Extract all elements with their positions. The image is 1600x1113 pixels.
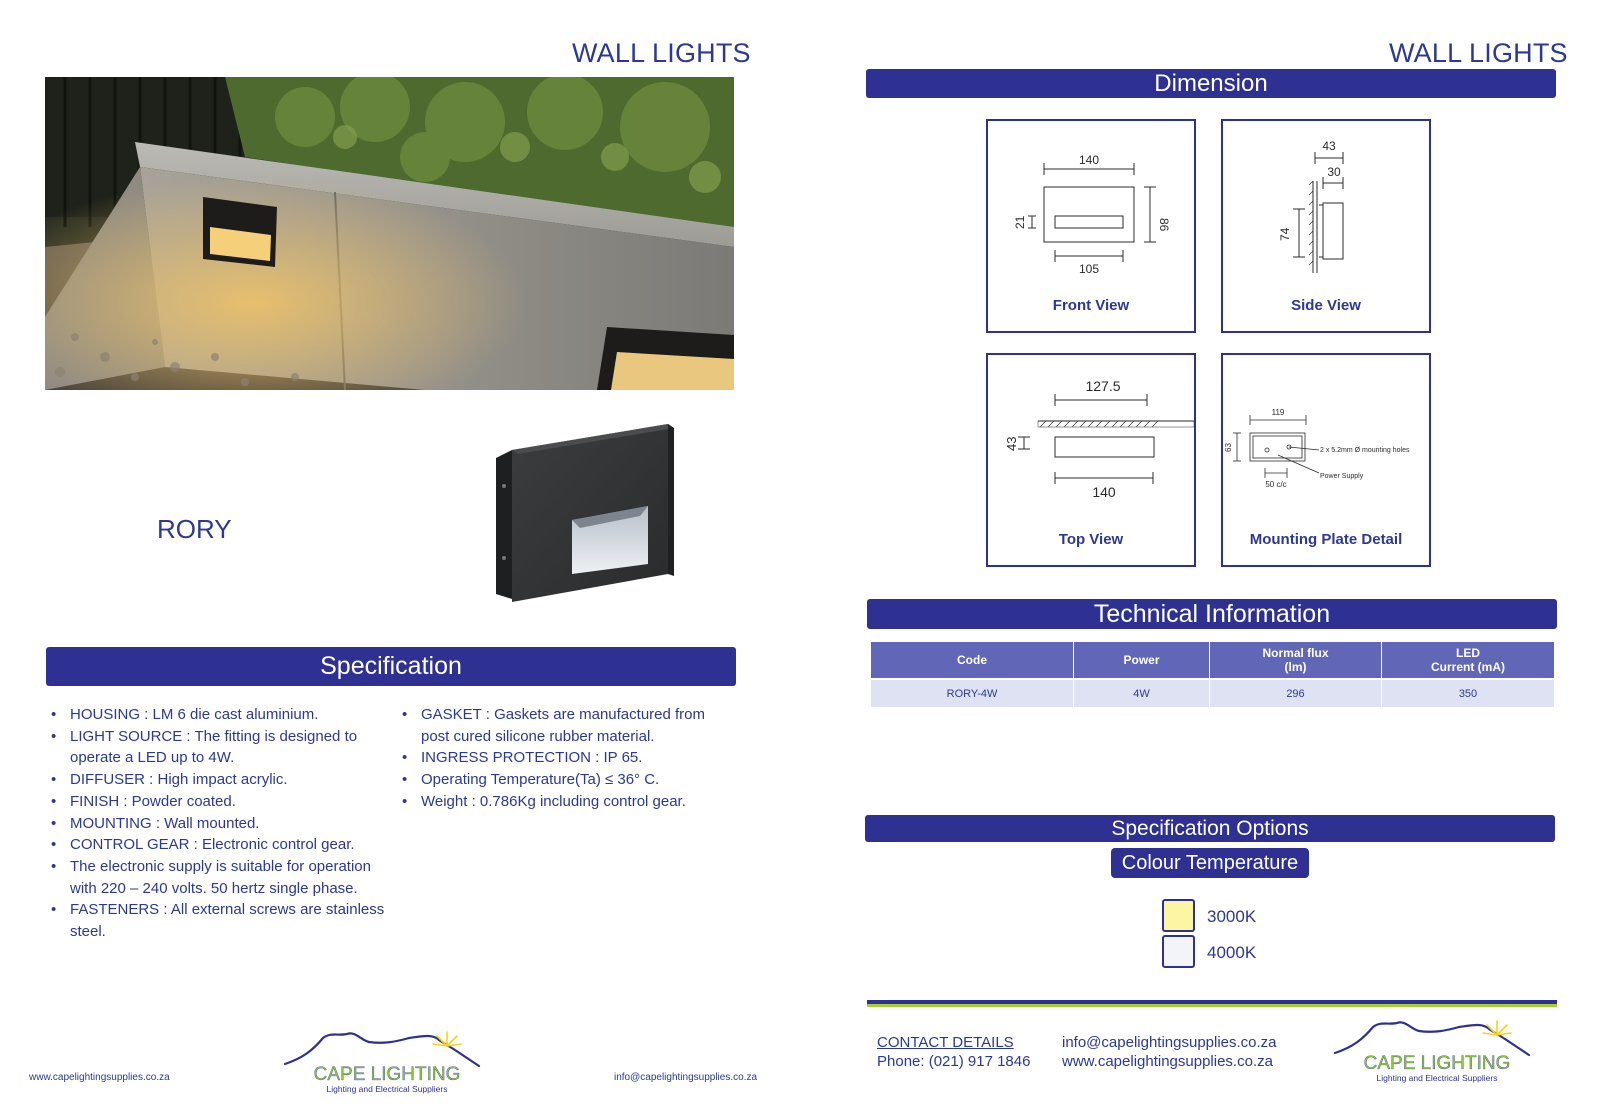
colour-swatch bbox=[1162, 899, 1195, 932]
contact-divider-accent bbox=[867, 1004, 1557, 1007]
technical-information-heading: Technical Information bbox=[867, 599, 1557, 629]
dim-bottom-width: 140 bbox=[1092, 484, 1116, 500]
top-view-label: Top View bbox=[1058, 531, 1124, 548]
table-cell: 350 bbox=[1382, 678, 1554, 707]
colour-temperature-heading: Colour Temperature bbox=[1111, 848, 1309, 878]
table-cell: 296 bbox=[1210, 678, 1382, 707]
table-row: RORY-4W 4W 296 350 bbox=[871, 678, 1554, 707]
product-name: RORY bbox=[157, 514, 232, 544]
contact-email-link[interactable]: info@capelightingsupplies.co.za bbox=[1062, 1034, 1277, 1051]
table-header-cell: Normal flux (lm) bbox=[1210, 642, 1382, 678]
dim-height: 86 bbox=[1157, 218, 1171, 232]
installation-photo bbox=[45, 77, 734, 390]
dim-width: 119 bbox=[1272, 408, 1285, 417]
dimension-heading: Dimension bbox=[866, 69, 1556, 98]
specification-heading: Specification bbox=[46, 647, 736, 686]
dim-inner-width: 105 bbox=[1079, 262, 1099, 276]
list-item: Operating Temperature(Ta) ≤ 36° C. bbox=[398, 769, 728, 791]
section-title: WALL LIGHTS bbox=[572, 38, 751, 68]
spec-list-column-2: GASKET : Gaskets are manufactured from p… bbox=[398, 704, 728, 813]
list-item: INGRESS PROTECTION : IP 65. bbox=[398, 747, 728, 769]
logo-name: CAPE LIGHTING bbox=[1364, 1053, 1511, 1074]
dim-spacing: 50 c/c bbox=[1265, 480, 1286, 489]
cape-lighting-logo: CAPE LIGHTING Lighting and Electrical Su… bbox=[1333, 1017, 1538, 1087]
list-item: Weight : 0.786Kg including control gear. bbox=[398, 791, 728, 813]
dim-inner-height: 21 bbox=[1013, 215, 1027, 229]
table-header-cell: Power bbox=[1074, 642, 1210, 678]
colour-swatch bbox=[1162, 935, 1195, 968]
side-view-label: Side View bbox=[1291, 297, 1361, 314]
dim-width: 140 bbox=[1079, 153, 1099, 167]
contact-phone: Phone: (021) 917 1846 bbox=[877, 1053, 1031, 1070]
table-header-cell: LED Current (mA) bbox=[1382, 642, 1554, 678]
table-cell: 4W bbox=[1074, 678, 1210, 707]
contact-details-heading: CONTACT DETAILS bbox=[877, 1034, 1014, 1051]
logo-tagline: Lighting and Electrical Suppliers bbox=[1377, 1073, 1498, 1083]
contact-divider bbox=[867, 1000, 1557, 1004]
power-supply-note: Power Supply bbox=[1320, 473, 1364, 480]
list-item: LIGHT SOURCE : The fitting is designed t… bbox=[47, 726, 387, 769]
cape-lighting-logo: CAPE LIGHTING Lighting and Electrical Su… bbox=[283, 1028, 488, 1098]
product-image bbox=[496, 424, 674, 610]
top-view-drawing: 127.5 140 43 Top View bbox=[986, 353, 1196, 567]
spec-list-column-1: HOUSING : LM 6 die cast aluminium. LIGHT… bbox=[47, 704, 387, 943]
left-page: WALL LIGHTS bbox=[0, 0, 800, 1113]
list-item: GASKET : Gaskets are manufactured from p… bbox=[398, 704, 728, 747]
mounting-holes-note: 2 x 5.2mm Ø mounting holes bbox=[1320, 447, 1410, 454]
colour-option-label: 4000K bbox=[1207, 943, 1257, 962]
logo-tagline: Lighting and Electrical Suppliers bbox=[327, 1084, 448, 1094]
list-item: HOUSING : LM 6 die cast aluminium. bbox=[47, 704, 387, 726]
side-view-drawing: 43 30 74 Side View bbox=[1221, 119, 1431, 333]
section-title: WALL LIGHTS bbox=[1389, 38, 1568, 68]
technical-table: Code Power Normal flux (lm) LED Current … bbox=[871, 642, 1554, 707]
front-view-drawing: 140 105 86 21 Front View bbox=[986, 119, 1196, 333]
list-item: CONTROL GEAR : Electronic control gear. bbox=[47, 834, 387, 856]
right-page: WALL LIGHTS Dimension 140 105 86 21 Fron… bbox=[800, 0, 1600, 1113]
dim-depth: 43 bbox=[1004, 437, 1019, 451]
dim-depth: 43 bbox=[1322, 139, 1336, 153]
table-cell: RORY-4W bbox=[871, 678, 1074, 707]
dim-height: 63 bbox=[1224, 443, 1233, 452]
list-item: FASTENERS : All external screws are stai… bbox=[47, 899, 387, 942]
list-item: FINISH : Powder coated. bbox=[47, 791, 387, 813]
mounting-plate-label: Mounting Plate Detail bbox=[1249, 531, 1403, 548]
list-item: The electronic supply is suitable for op… bbox=[47, 856, 387, 899]
table-header-cell: Code bbox=[871, 642, 1074, 678]
footer-website-link[interactable]: www.capelightingsupplies.co.za bbox=[29, 1072, 170, 1083]
list-item: DIFFUSER : High impact acrylic. bbox=[47, 769, 387, 791]
dim-height: 74 bbox=[1278, 227, 1292, 241]
logo-name: CAPE LIGHTING bbox=[314, 1064, 461, 1085]
colour-option-label: 3000K bbox=[1207, 907, 1257, 926]
dim-top-width: 127.5 bbox=[1085, 378, 1120, 394]
front-view-label: Front View bbox=[1052, 297, 1130, 314]
list-item: MOUNTING : Wall mounted. bbox=[47, 813, 387, 835]
specification-options-heading: Specification Options bbox=[865, 815, 1555, 842]
footer-email-link[interactable]: info@capelightingsupplies.co.za bbox=[614, 1072, 758, 1083]
table-header-row: Code Power Normal flux (lm) LED Current … bbox=[871, 642, 1554, 678]
mounting-plate-drawing: 119 63 2 x 5.2mm Ø mounting holes Power … bbox=[1221, 353, 1431, 567]
dim-inner-depth: 30 bbox=[1327, 165, 1341, 179]
contact-website-link[interactable]: www.capelightingsupplies.co.za bbox=[1062, 1053, 1273, 1070]
